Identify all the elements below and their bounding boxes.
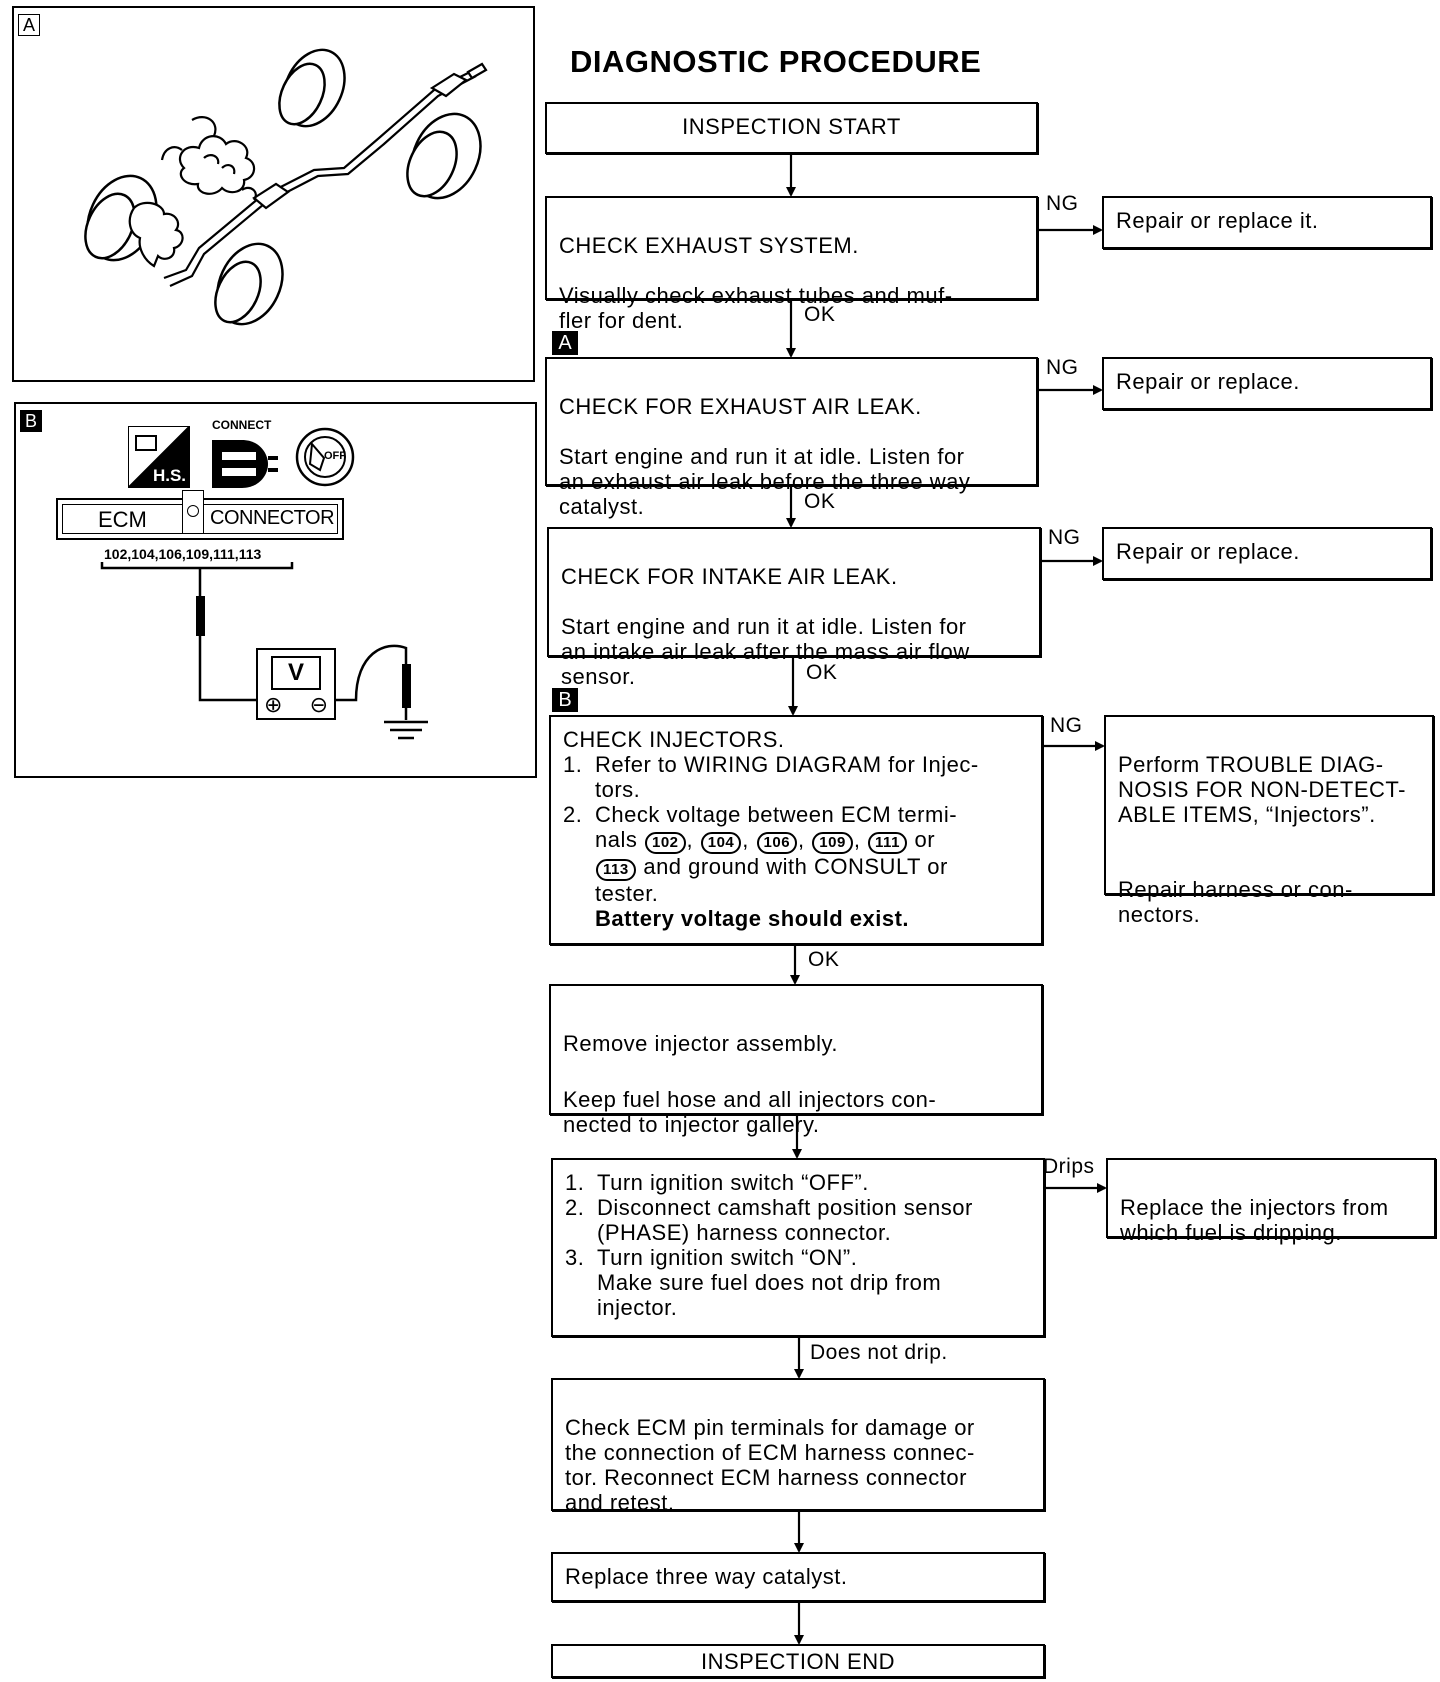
terminal-106: 106 (756, 832, 798, 854)
ng-label-2: NG (1046, 356, 1079, 379)
ignition-key-off-icon: OFF (292, 424, 358, 490)
connect-label: CONNECT (212, 418, 272, 432)
terminal-numbers: 102,104,106,109,111,113 (104, 546, 262, 562)
figure-a-tag: A (18, 14, 40, 36)
connector-label: CONNECTOR (210, 507, 335, 529)
ng-label-1: NG (1046, 192, 1079, 215)
check-exhaust-system-box: CHECK EXHAUST SYSTEM. Visually check exh… (545, 196, 1038, 333)
check-injectors-title: CHECK INJECTORS. (563, 727, 785, 752)
hs-label: H.S. (152, 466, 186, 485)
step-b-tag: B (552, 688, 578, 712)
battery-voltage-note: Battery voltage should exist. (595, 906, 910, 931)
wheel-front-right (214, 242, 284, 326)
terminal-104: 104 (700, 832, 742, 854)
replace-catalyst-box: Replace three way catalyst. (551, 1552, 1045, 1602)
figure-b-panel: B H.S. CONNECT OFF ECM (14, 402, 537, 778)
voltmeter: V ⊕ ⊖ (256, 648, 336, 720)
check-injectors-step-2: 2. Check voltage between ECM termi- nals… (563, 802, 958, 931)
remove-injector-line-1: Remove injector assembly. (563, 1031, 838, 1056)
voltmeter-wiring (100, 562, 428, 740)
figure-a-panel: A (12, 6, 535, 382)
repair-or-replace-box-2: Repair or replace. (1102, 527, 1432, 580)
ignition-step-1: 1. Turn ignition switch “OFF”. (565, 1170, 869, 1195)
check-exhaust-air-leak-box: CHECK FOR EXHAUST AIR LEAK. Start engine… (545, 357, 1038, 519)
inspection-end-box: INSPECTION END (551, 1644, 1045, 1678)
check-exhaust-air-leak-title: CHECK FOR EXHAUST AIR LEAK. (559, 394, 922, 419)
replace-injectors-box: Replace the injectors from which fuel is… (1106, 1158, 1436, 1245)
perform-trouble-diagnosis-box: Perform TROUBLE DIAG- NOSIS FOR NON-DETE… (1104, 715, 1434, 927)
terminal-109: 109 (812, 832, 853, 854)
ng-label-4: NG (1050, 714, 1083, 737)
check-intake-air-leak-box: CHECK FOR INTAKE AIR LEAK. Start engine … (547, 527, 1041, 689)
ok-label-4: OK (808, 948, 840, 971)
ignition-switch-steps: 1. Turn ignition switch “OFF”. 2. Discon… (565, 1170, 1031, 1320)
voltmeter-display: V (271, 656, 321, 690)
figure-b-tag: B (20, 410, 42, 432)
ok-label-2: OK (804, 490, 836, 513)
key-off-label: OFF (324, 450, 346, 462)
page-title: DIAGNOSTIC PROCEDURE (570, 44, 982, 79)
check-injectors-steps: 1. Refer to WIRING DIAGRAM for Injec- to… (563, 752, 1029, 931)
ok-label-1: OK (804, 303, 836, 326)
check-intake-air-leak-title: CHECK FOR INTAKE AIR LEAK. (561, 564, 898, 589)
terminal-111: 111 (868, 832, 907, 854)
wheel-rear-right (406, 112, 482, 200)
remove-injector-line-2: Keep fuel hose and all injectors con- ne… (563, 1087, 937, 1137)
ignition-step-3: 3. Turn ignition switch “ON”. Make sure … (565, 1245, 942, 1320)
step-a-tag: A (552, 331, 578, 355)
ecm-label: ECM (98, 507, 147, 532)
plus-terminal: ⊕ (264, 692, 283, 717)
ecm-connector: ECM CONNECTOR (56, 490, 344, 540)
terminal-102: 102 (644, 832, 686, 854)
exhaust-system-illustration (84, 48, 488, 326)
check-exhaust-system-body: Visually check exhaust tubes and muf- fl… (559, 283, 953, 333)
does-not-drip-label: Does not drip. (810, 1341, 948, 1364)
ng-label-3: NG (1048, 526, 1081, 549)
hs-icon: H.S. (128, 426, 190, 488)
ignition-step-2: 2. Disconnect camshaft position sensor (… (565, 1195, 973, 1245)
repair-or-replace-box-1: Repair or replace. (1102, 357, 1432, 410)
wheel-rear-left (278, 48, 346, 128)
inspection-start-box: INSPECTION START (545, 102, 1038, 154)
minus-terminal: ⊖ (309, 692, 328, 717)
check-exhaust-system-title: CHECK EXHAUST SYSTEM. (559, 233, 859, 258)
check-injectors-step-1: 1. Refer to WIRING DIAGRAM for Injec- to… (563, 752, 979, 802)
connect-icon: CONNECT (202, 418, 282, 490)
repair-harness-text: Repair harness or con- nectors. (1118, 877, 1353, 927)
check-exhaust-air-leak-body: Start engine and run it at idle. Listen … (559, 444, 971, 519)
check-intake-air-leak-body: Start engine and run it at idle. Listen … (561, 614, 970, 689)
drips-label: Drips (1043, 1155, 1095, 1178)
ignition-switch-check-box: 1. Turn ignition switch “OFF”. 2. Discon… (551, 1158, 1045, 1337)
repair-or-replace-it-box: Repair or replace it. (1102, 196, 1432, 249)
check-injectors-box: CHECK INJECTORS. 1. Refer to WIRING DIAG… (549, 715, 1043, 945)
check-ecm-pin-terminals-box: Check ECM pin terminals for damage or th… (551, 1378, 1045, 1515)
remove-injector-box: Remove injector assembly. Keep fuel hose… (549, 984, 1043, 1137)
terminal-113: 113 (596, 859, 636, 881)
ok-label-3: OK (806, 661, 838, 684)
perform-trouble-diagnosis-text: Perform TROUBLE DIAG- NOSIS FOR NON-DETE… (1118, 752, 1406, 827)
